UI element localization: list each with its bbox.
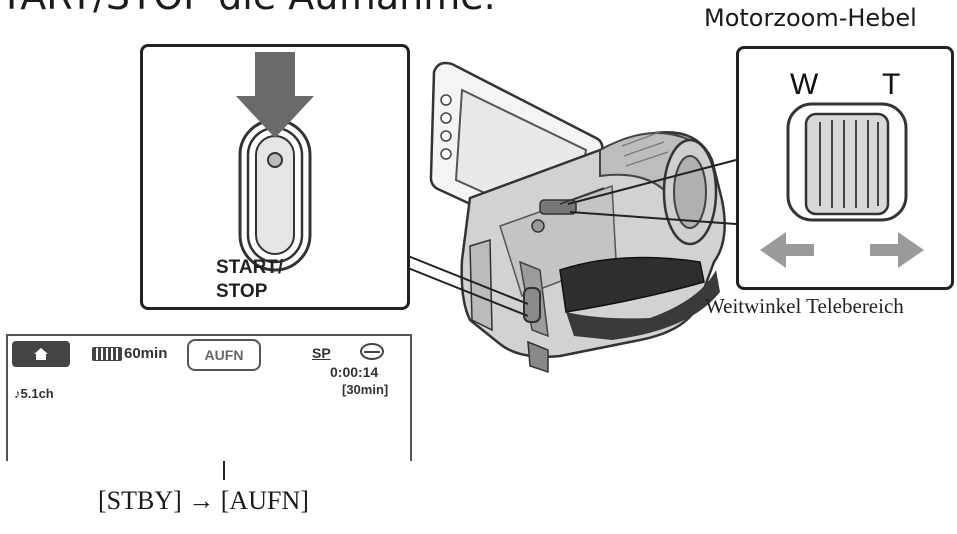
status-change-label: [STBY] → [AUFN] <box>98 486 309 515</box>
zoom-callout-line <box>567 159 737 205</box>
zoom-caption: Weitwinkel Telebereich <box>705 294 904 318</box>
zoom-w-label: W <box>790 68 819 101</box>
home-icon <box>34 348 48 360</box>
instruction-header: TART/STOP die Aufnahme. <box>0 0 496 18</box>
battery-time: 60min <box>124 345 168 362</box>
zoom-lever[interactable] <box>786 102 908 222</box>
wide-arrow-left-icon <box>760 232 814 268</box>
time-counter: 0:00:14 <box>330 364 379 380</box>
remaining-time: [30min] <box>342 382 389 397</box>
home-button[interactable] <box>12 341 70 367</box>
press-down-arrow-icon <box>236 52 314 138</box>
tele-arrow-right-icon <box>870 232 924 268</box>
start-stop-graphic <box>236 52 314 272</box>
quality-mode: SP <box>312 345 331 361</box>
start-stop-button[interactable] <box>238 118 312 272</box>
media-disc-icon <box>360 343 384 360</box>
zoom-lever-graphic <box>760 102 924 268</box>
zoom-t-label: T <box>882 68 901 101</box>
audio-format: ♪5.1ch <box>14 386 54 401</box>
start-stop-label: START/ STOP <box>216 257 284 302</box>
battery-icon <box>92 347 122 361</box>
recording-status-badge: AUFN <box>187 339 261 371</box>
start-stop-callout-line <box>407 255 529 305</box>
zoom-lever-title: Motorzoom-Hebel <box>704 4 917 32</box>
